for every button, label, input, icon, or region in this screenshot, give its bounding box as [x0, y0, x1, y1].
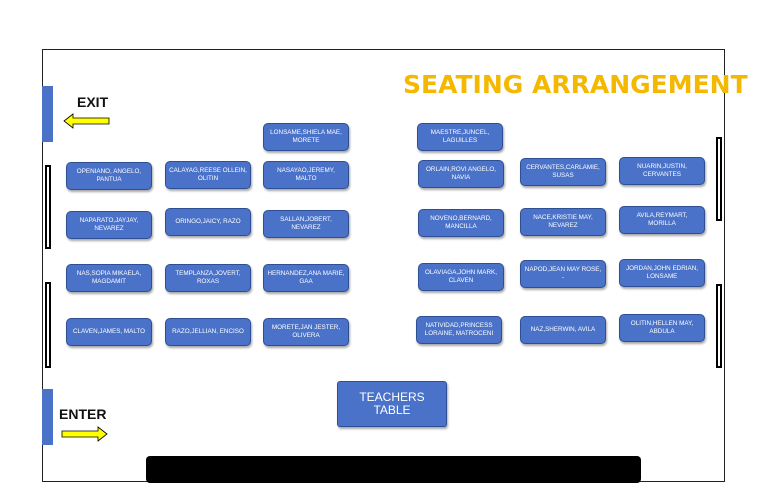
desk: ORLAIN,ROVI ANGELO, NAVIA: [418, 160, 504, 188]
enter-door: [42, 389, 53, 445]
exit-label: EXIT: [77, 94, 109, 110]
desk: TEMPLANZA,JOVERT, ROXAS: [165, 264, 251, 292]
desk: RAZO,JELLIAN, ENCISO: [165, 318, 251, 346]
desk: OPENIANO, ANGELO, PANTUA: [66, 162, 152, 190]
desk: OLITIN,HELLEN MAY, ABDULA: [619, 314, 705, 342]
desk: SALLAN,JOBERT, NEVAREZ: [263, 210, 349, 238]
desk: NACE,KRISTIE MAY, NEVAREZ: [520, 208, 606, 236]
desk: NAPARATO,JAYJAY, NEVAREZ: [66, 211, 152, 239]
window-right-1: [716, 137, 722, 221]
desk: CERVANTES,CARLAMIE, SUSAS: [520, 158, 606, 186]
exit-arrow-icon: [63, 113, 110, 129]
teachers-table-label: TEACHERS TABLE: [359, 390, 425, 417]
desk: LONSAME,SHIELA MAE, MORETE: [263, 123, 349, 151]
desk: JORDAN,JOHN EDRIAN, LONSAME: [619, 259, 705, 287]
enter-label: ENTER: [59, 406, 107, 422]
window-left-2: [45, 282, 51, 368]
exit-door: [42, 86, 53, 142]
desk: NUARIN,JUSTIN, CERVANTES: [619, 157, 705, 185]
desk: CLAVEN,JAMES, MALTO: [66, 318, 152, 346]
desk: CALAYAG,REESE OLLEIN, OLITIN: [165, 161, 251, 189]
desk: AVILA,REYMART, MORILLA: [619, 206, 705, 234]
desk: NAZ,SHERWIN, AVILA: [520, 316, 606, 344]
window-left-1: [45, 165, 51, 249]
desk: NOVENO,BERNARD, MANCILLA: [418, 209, 504, 237]
desk: NATIVIDAD,PRINCESS LORAINE, MATROCENI: [416, 316, 502, 344]
desk: NAPOD,JEAN MAY ROSE, -: [520, 260, 606, 288]
desk: OLAVIAGA,JOHN MARK, CLAVEN: [418, 263, 504, 291]
desk: ORINGO,JAICY, RAZO: [165, 208, 251, 236]
desk: HERNANDEZ,ANA MARIE, GAA: [263, 264, 349, 292]
teachers-table: TEACHERS TABLE: [337, 381, 447, 427]
desk: MORETE,JAN JESTER, OLIVERA: [263, 318, 349, 346]
enter-arrow-icon: [61, 426, 108, 442]
blackboard: [146, 456, 641, 483]
page-title: SEATING ARRANGEMENT: [403, 70, 748, 99]
window-right-2: [716, 284, 722, 368]
desk: NAS,SOPIA MIKAELA, MAGDAMIT: [66, 264, 152, 292]
desk: NASAYAO,JEREMY, MALTO: [263, 161, 349, 189]
desk: MAESTRE,JUNCEL, LAGUILLES: [417, 123, 503, 151]
